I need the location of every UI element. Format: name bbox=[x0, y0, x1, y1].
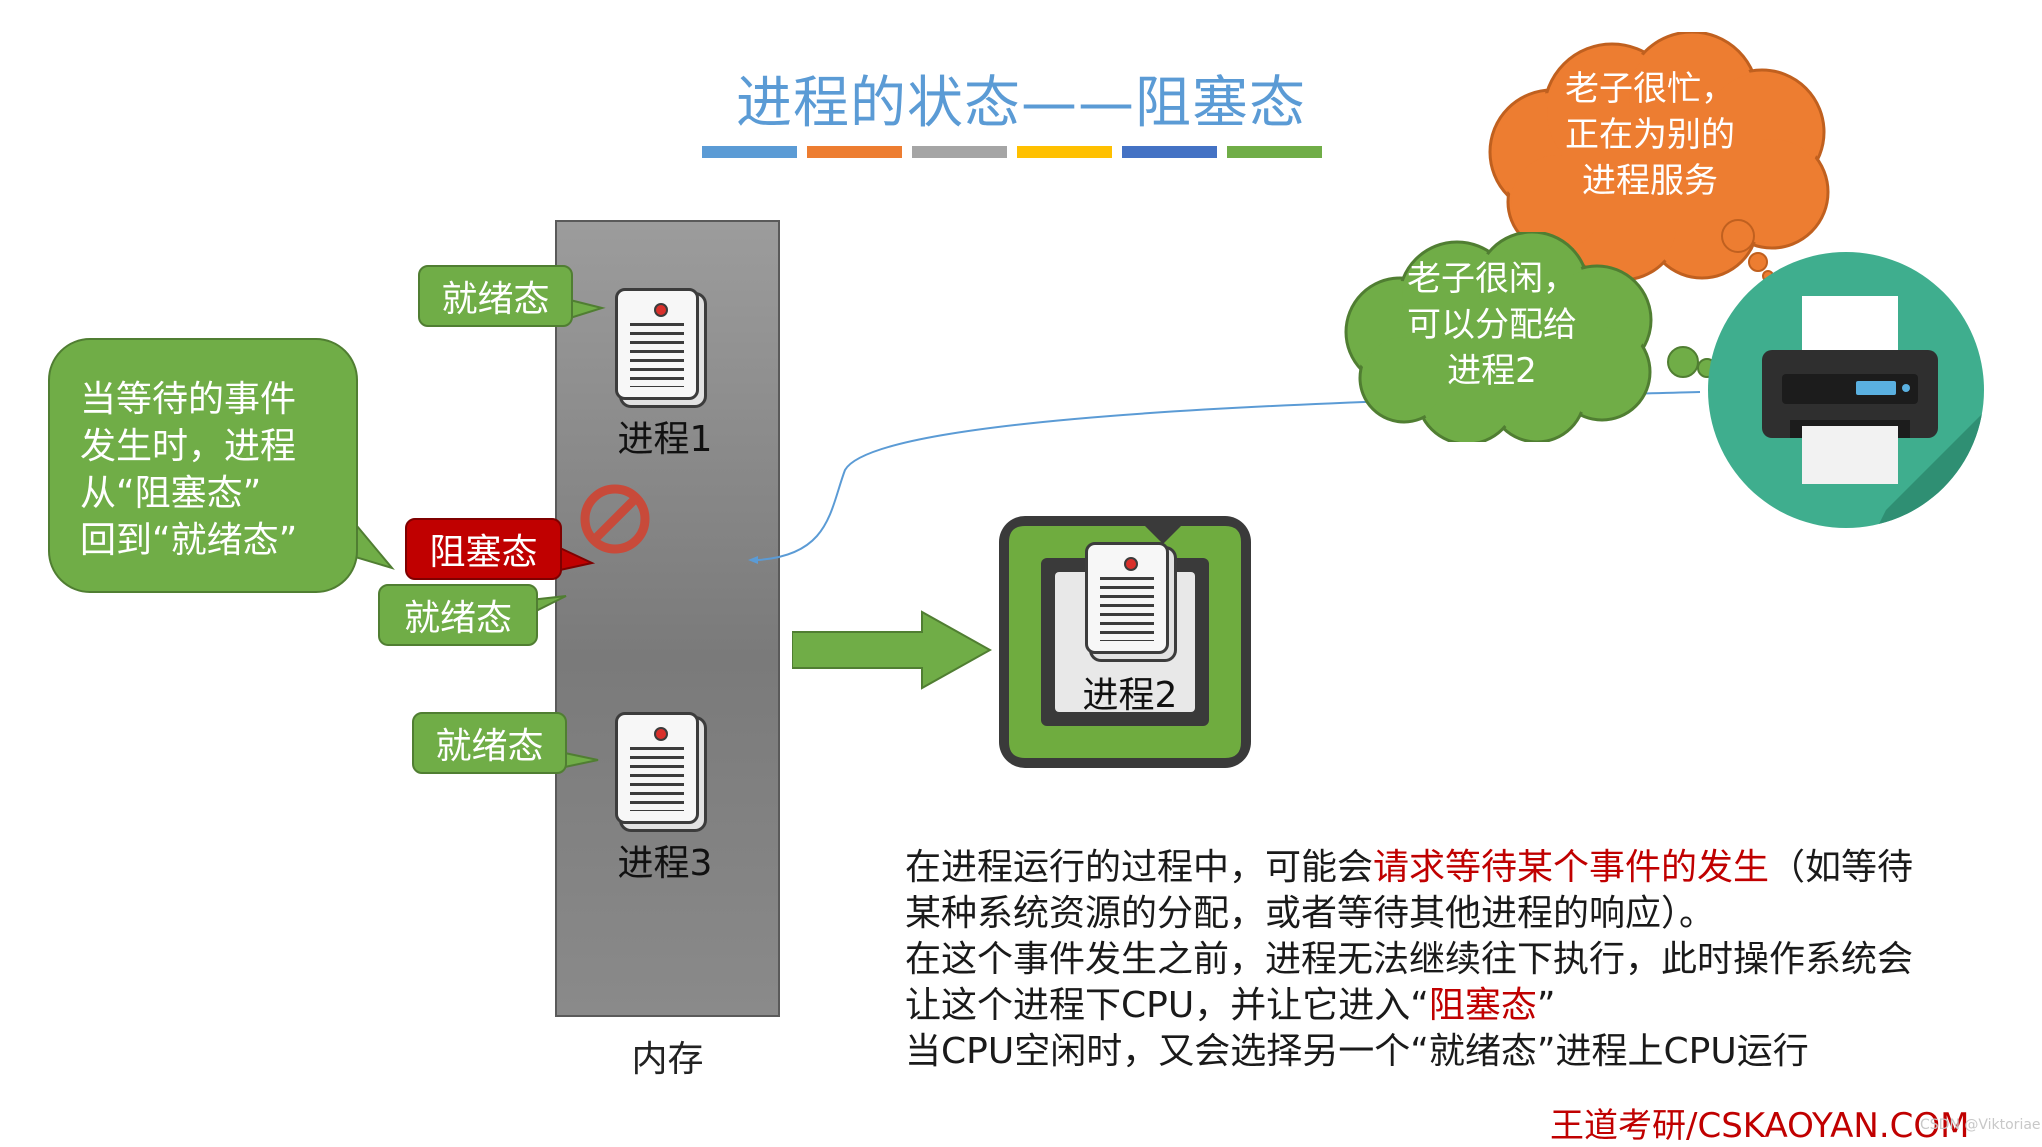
ready-state-tag: 就绪态 bbox=[378, 584, 538, 646]
right-arrow-icon bbox=[792, 610, 992, 690]
brand-footer: 王道考研/CSKAOYAN.COM bbox=[1550, 1106, 1970, 1146]
description-row: 让这个进程下CPU，并让它进入“阻塞态” bbox=[905, 983, 2015, 1029]
busy-thought-cloud bbox=[1488, 32, 1830, 282]
process-3-state-tag: 就绪态 bbox=[412, 712, 567, 774]
cloud-line: 老子很忙， bbox=[1565, 69, 1735, 109]
printer-icon bbox=[1708, 252, 1984, 528]
highlight-text: 请求等待某个事件的发生 bbox=[1373, 847, 1770, 888]
prohibited-icon bbox=[580, 484, 650, 554]
bubble-line: 发生时，进程 bbox=[80, 426, 297, 467]
process-1-label: 进程1 bbox=[617, 419, 713, 460]
memory-label: 内存 bbox=[631, 1039, 704, 1080]
description-row: 某种系统资源的分配，或者等待其他进程的响应）。 bbox=[905, 893, 1716, 934]
cloud-line: 老子很闲， bbox=[1407, 259, 1577, 299]
document-icon bbox=[615, 288, 699, 400]
description-row: 当CPU空闲时，又会选择另一个“就绪态”进程上CPU运行 bbox=[905, 1031, 1809, 1072]
free-thought-cloud bbox=[1344, 232, 1653, 442]
free-cloud-text: 老子很闲， 可以分配给 进程2 bbox=[1352, 256, 1632, 394]
cloud-line: 可以分配给 bbox=[1407, 305, 1577, 345]
explanation-bubble: 当等待的事件 发生时，进程 从“阻塞态” 回到“就绪态” bbox=[48, 338, 358, 593]
busy-cloud-text: 老子很忙， 正在为别的 进程服务 bbox=[1505, 66, 1795, 204]
title-bar-segment bbox=[912, 146, 1007, 158]
title-bar-segment bbox=[1017, 146, 1112, 158]
bubble-line: 从“阻塞态” bbox=[80, 473, 262, 514]
cloud-line: 进程2 bbox=[1447, 351, 1537, 391]
cpu-process-label: 进程2 bbox=[1082, 675, 1178, 716]
title-bar-segment bbox=[807, 146, 902, 158]
description-row: 在进程运行的过程中，可能会请求等待某个事件的发生（如等待 bbox=[905, 845, 2015, 891]
page-title: 进程的状态——阻塞态 bbox=[736, 71, 1306, 136]
description-fragment: 在进程运行的过程中，可能会 bbox=[905, 847, 1374, 888]
bubble-line: 当等待的事件 bbox=[80, 379, 297, 420]
blocked-state-tag: 阻塞态 bbox=[405, 518, 562, 580]
document-icon bbox=[615, 712, 699, 824]
bubble-line: 回到“就绪态” bbox=[80, 520, 298, 561]
highlight-text: 阻塞态 bbox=[1428, 985, 1537, 1026]
title-bar-segment bbox=[1227, 146, 1322, 158]
cloud-line: 正在为别的 bbox=[1565, 115, 1735, 155]
watermark: CSDN @Viktoriae bbox=[1920, 1117, 2041, 1133]
title-bar-segment bbox=[1122, 146, 1217, 158]
title-bar-segment bbox=[702, 146, 797, 158]
description-fragment: （如等待 bbox=[1769, 847, 1914, 888]
description-text: 在进程运行的过程中，可能会请求等待某个事件的发生（如等待 某种系统资源的分配，或… bbox=[905, 845, 2015, 1075]
title-color-bar bbox=[702, 146, 1322, 158]
description-row: 在这个事件发生之前，进程无法继续往下执行，此时操作系统会 bbox=[905, 939, 1914, 980]
process-1-state-tag: 就绪态 bbox=[418, 265, 573, 327]
document-icon bbox=[1085, 542, 1169, 654]
process-3-label: 进程3 bbox=[617, 843, 713, 884]
description-fragment: ” bbox=[1536, 985, 1556, 1026]
cloud-line: 进程服务 bbox=[1582, 161, 1718, 201]
memory-column bbox=[555, 220, 780, 1017]
description-fragment: 让这个进程下CPU，并让它进入“ bbox=[905, 985, 1429, 1026]
